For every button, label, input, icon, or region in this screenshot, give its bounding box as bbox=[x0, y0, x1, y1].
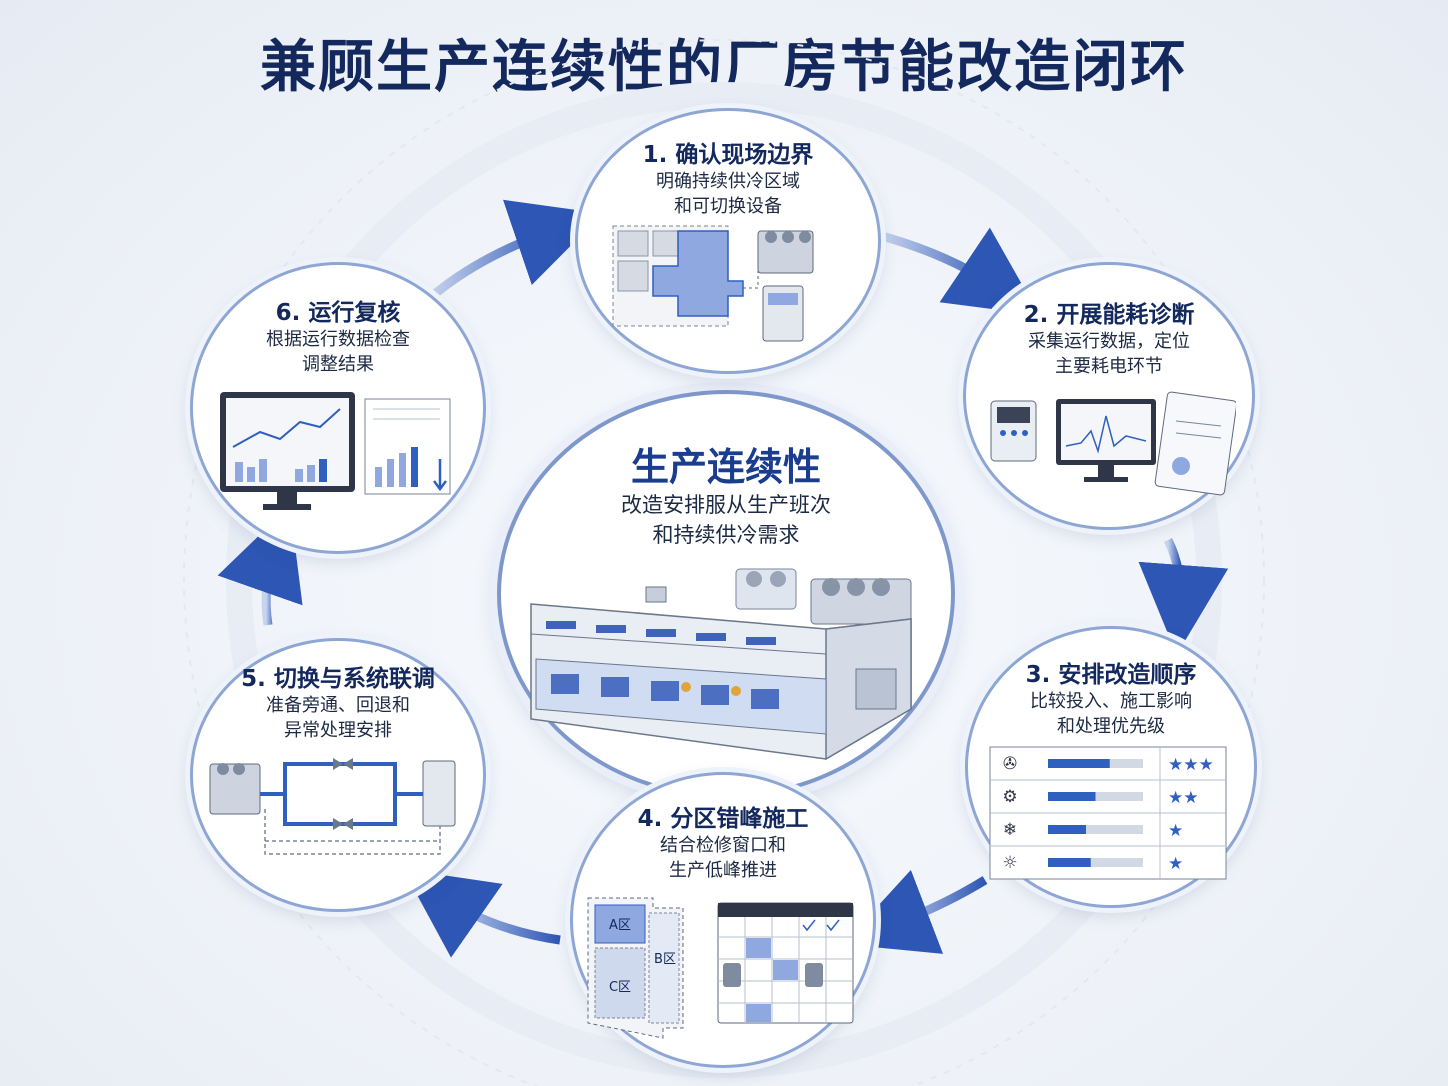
center-continuity: 生产连续性 改造安排服从生产班次 和持续供冷需求 bbox=[497, 390, 955, 798]
priority-row: ✇ ★★★ bbox=[1003, 747, 1214, 780]
step-3-node[interactable]: 3. 安排改造顺序 比较投入、施工影响 和处理优先级 ✇★★★⚙★★❄★☼★ bbox=[965, 626, 1257, 908]
priority-table: ✇★★★⚙★★❄★☼★ bbox=[989, 746, 1227, 880]
priority-stars: ★ bbox=[1168, 854, 1183, 874]
step-2-node[interactable]: 2. 开展能耗诊断 采集运行数据，定位 主要耗电环节 bbox=[963, 262, 1255, 530]
diagnosis-illustration bbox=[990, 391, 1236, 496]
fan-icon: ✇ bbox=[1003, 754, 1017, 774]
priority-bar-fill bbox=[1048, 858, 1091, 867]
arrow-5-to-6 bbox=[217, 505, 303, 626]
step-3-title: 3. 安排改造顺序 bbox=[1025, 662, 1197, 688]
zone-b-label: B区 bbox=[654, 952, 676, 967]
snowflake-icon: ❄ bbox=[1003, 820, 1017, 840]
motor-icon: ⚙ bbox=[1002, 787, 1017, 807]
step-4-node[interactable]: 4. 分区错峰施工 结合检修窗口和 生产低峰推进 A区 C区 B区 bbox=[570, 772, 876, 1068]
zone-c-label: C区 bbox=[609, 980, 631, 995]
zone-schedule-illustration: A区 C区 B区 bbox=[587, 897, 854, 1039]
arrow-4-to-5 bbox=[403, 869, 561, 958]
priority-row: ☼★ bbox=[990, 845, 1226, 879]
step-6-title: 6. 运行复核 bbox=[275, 300, 401, 326]
priority-stars: ★ bbox=[1168, 821, 1183, 841]
floorplan-illustration bbox=[612, 225, 814, 342]
step-2-title: 2. 开展能耗诊断 bbox=[1023, 302, 1195, 328]
step-2-desc: 采集运行数据，定位 主要耗电环节 bbox=[1028, 331, 1190, 377]
priority-bar-fill bbox=[1048, 825, 1086, 834]
zone-a-label: A区 bbox=[609, 918, 631, 933]
step-1-title: 1. 确认现场边界 bbox=[642, 142, 814, 168]
priority-row: ⚙ ★★ bbox=[990, 779, 1226, 813]
factory-illustration bbox=[530, 568, 912, 761]
lightbulb-icon: ☼ bbox=[1002, 853, 1017, 873]
bypass-illustration bbox=[209, 758, 456, 855]
step-4-desc: 结合检修窗口和 生产低峰推进 bbox=[660, 835, 786, 881]
step-4-title: 4. 分区错峰施工 bbox=[637, 806, 809, 832]
priority-bar-track bbox=[1048, 825, 1143, 834]
step-5-node[interactable]: 5. 切换与系统联调 准备旁通、回退和 异常处理安排 bbox=[190, 638, 486, 912]
arrow-1-to-2 bbox=[880, 227, 1040, 316]
step-1-desc: 明确持续供冷区域 和可切换设备 bbox=[656, 171, 800, 217]
arrow-2-to-3 bbox=[1138, 537, 1229, 655]
arrow-6-to-1 bbox=[427, 199, 603, 302]
arrow-3-to-4 bbox=[842, 869, 988, 954]
step-6-node[interactable]: 6. 运行复核 根据运行数据检查 调整结果 bbox=[190, 262, 486, 554]
priority-stars: ★★ bbox=[1168, 788, 1198, 808]
step-1-node[interactable]: 1. 确认现场边界 明确持续供冷区域 和可切换设备 bbox=[575, 108, 881, 374]
center-title: 生产连续性 bbox=[630, 445, 821, 489]
step-5-title: 5. 切换与系统联调 bbox=[241, 666, 435, 692]
priority-bar-fill bbox=[1048, 759, 1110, 768]
step-3-desc: 比较投入、施工影响 和处理优先级 bbox=[1030, 691, 1192, 737]
priority-row: ❄★ bbox=[990, 812, 1226, 846]
center-desc: 改造安排服从生产班次 和持续供冷需求 bbox=[621, 493, 831, 547]
priority-bar-fill bbox=[1048, 792, 1096, 801]
step-5-desc: 准备旁通、回退和 异常处理安排 bbox=[266, 695, 410, 741]
step-6-desc: 根据运行数据检查 调整结果 bbox=[266, 329, 410, 375]
priority-bar-track bbox=[1048, 858, 1143, 867]
priority-stars: ★★★ bbox=[1168, 755, 1214, 775]
review-illustration bbox=[220, 392, 451, 510]
